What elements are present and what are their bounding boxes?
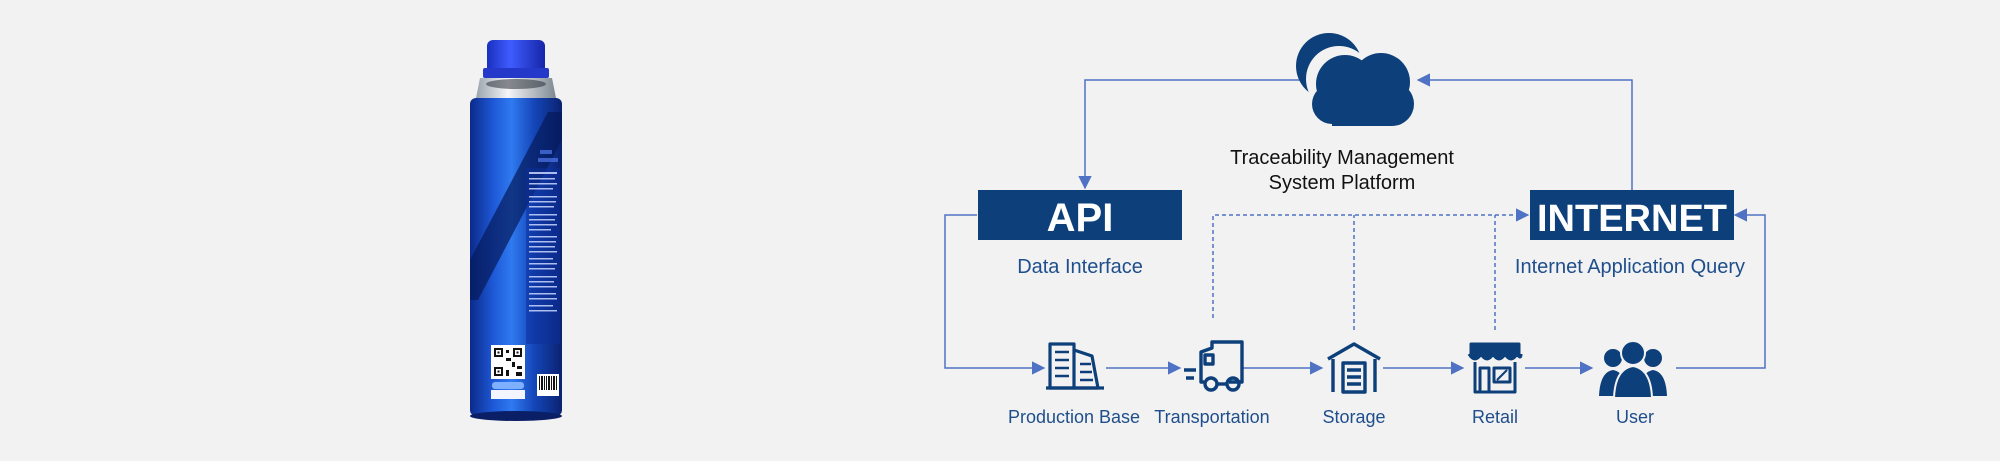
users-group-icon (1599, 340, 1667, 399)
chain-label-storage: Storage (1322, 407, 1385, 427)
chain-label-retail: Retail (1472, 407, 1518, 427)
platform-title-line2: System Platform (1269, 172, 1416, 194)
chain-label-transportation: Transportation (1154, 407, 1269, 427)
arrow-internet-to-cloud (1416, 73, 1633, 190)
arrow-api-to-production (944, 214, 1046, 375)
chain-label-production-base: Production Base (1008, 407, 1140, 427)
internet-box: INTERNET (1530, 190, 1734, 240)
api-box-title: API (1047, 196, 1114, 240)
api-box: API (978, 190, 1182, 240)
arrow-user-to-internet (1676, 208, 1766, 369)
arrow-cloud-to-api (1078, 79, 1302, 190)
dashed-feed-to-internet (1212, 208, 1530, 318)
internet-caption: Internet Application Query (1515, 256, 1745, 278)
warehouse-icon (1327, 342, 1381, 394)
factory-building-icon (1046, 342, 1104, 390)
qr-code-icon (491, 345, 525, 379)
api-caption: Data Interface (1017, 256, 1143, 278)
cloud-icon (1296, 33, 1414, 126)
product-bottle-image (470, 40, 562, 421)
internet-box-title: INTERNET (1537, 198, 1727, 240)
platform-title-line1: Traceability Management (1230, 147, 1454, 169)
delivery-truck-icon (1184, 340, 1244, 392)
chain-label-user: User (1616, 407, 1654, 427)
barcode-icon (537, 374, 559, 396)
storefront-icon (1467, 342, 1523, 394)
connector-lines (944, 73, 1766, 375)
